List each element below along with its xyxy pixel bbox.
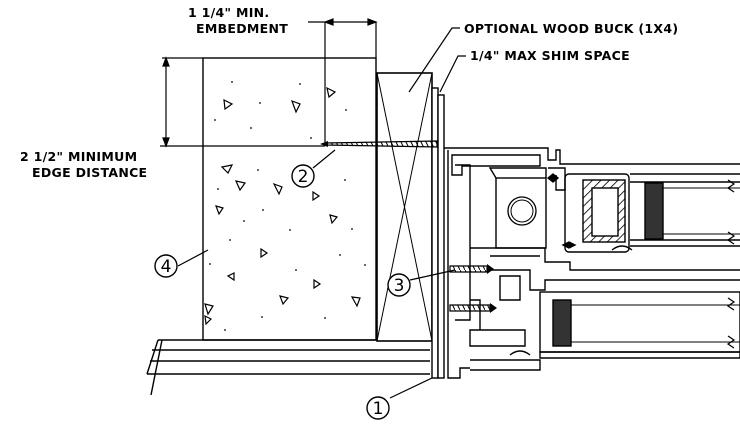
fastener-upper [320,140,438,148]
leader-lines [177,27,466,399]
fastener-lower [449,303,497,313]
aggregate-marks [204,86,361,326]
embedment-label-line1: 1 1/4" MIN. [188,5,269,20]
callout-4: 4 [154,254,178,278]
shim-space [431,87,445,379]
callout-2: 2 [291,164,315,188]
floor-slab [146,339,430,396]
window-frame [444,147,740,379]
svg-text:3: 3 [394,276,405,296]
dimension-edge [160,56,325,148]
wood-buck-label: OPTIONAL WOOD BUCK (1X4) [464,21,678,36]
edge-distance-label-line1: 2 1/2" MINIMUM [20,149,137,164]
embedment-label-line2: EMBEDMENT [196,21,288,36]
wood-buck [376,72,433,342]
dimension-embedment [308,18,378,142]
aggregate-dots [209,81,366,331]
svg-text:1: 1 [373,399,384,419]
callout-3: 3 [387,273,411,297]
callout-1: 1 [366,396,390,420]
svg-text:4: 4 [161,257,172,277]
fastener-middle [449,264,494,274]
shim-space-label: 1/4" MAX SHIM SPACE [470,48,630,63]
edge-distance-label-line2: EDGE DISTANCE [32,165,147,180]
svg-text:2: 2 [298,167,309,187]
concrete-wall [202,57,377,341]
